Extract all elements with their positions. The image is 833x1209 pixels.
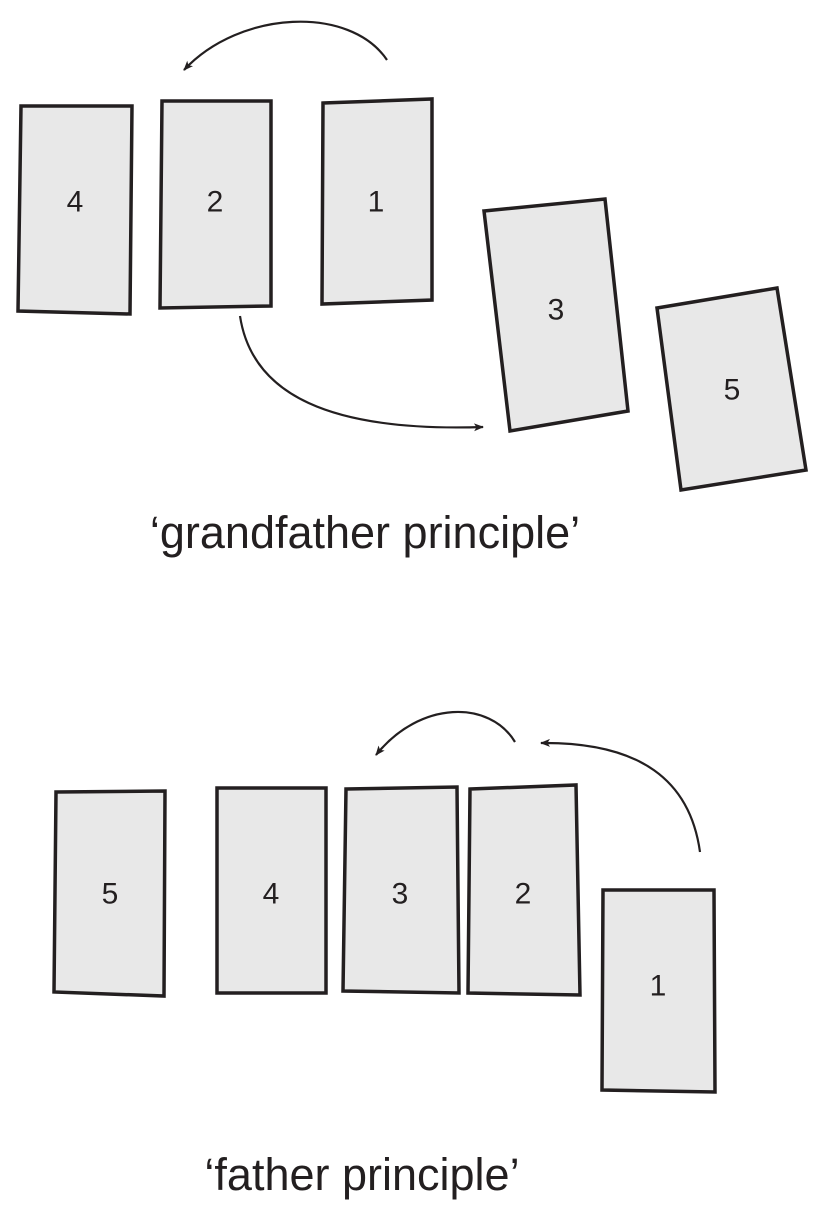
father-caption: ‘father principle’ [204, 1149, 519, 1200]
card-number: 1 [368, 186, 385, 219]
move-arrow [540, 738, 702, 853]
grandfather-card: 5 [655, 285, 809, 493]
move-arrow [375, 711, 516, 756]
father-group: 5 4 3 2 1 ‘father principle’ [52, 711, 717, 1200]
grandfather-card: 4 [16, 104, 134, 316]
father-card: 5 [52, 789, 167, 998]
father-card: 3 [341, 785, 461, 995]
grandfather-caption: ‘grandfather principle’ [150, 507, 580, 558]
father-card: 1 [600, 888, 717, 1094]
card-number: 5 [724, 374, 741, 407]
grandfather-card: 3 [482, 197, 630, 434]
grandfather-group: 4 2 1 3 5 ‘grandfather principle’ [16, 20, 809, 558]
grandfather-card: 1 [320, 97, 434, 306]
card-number: 1 [650, 970, 667, 1003]
card-number: 3 [392, 878, 409, 911]
card-number: 4 [263, 878, 280, 911]
father-card: 2 [466, 783, 582, 997]
card-number: 5 [102, 878, 119, 911]
card-number: 2 [207, 186, 224, 219]
grandfather-card: 2 [158, 99, 273, 310]
move-arrow [183, 20, 388, 71]
father-card: 4 [215, 786, 328, 995]
card-number: 2 [515, 878, 532, 911]
move-arrow [238, 315, 484, 432]
card-number: 3 [548, 294, 565, 327]
card-number: 4 [67, 186, 84, 219]
